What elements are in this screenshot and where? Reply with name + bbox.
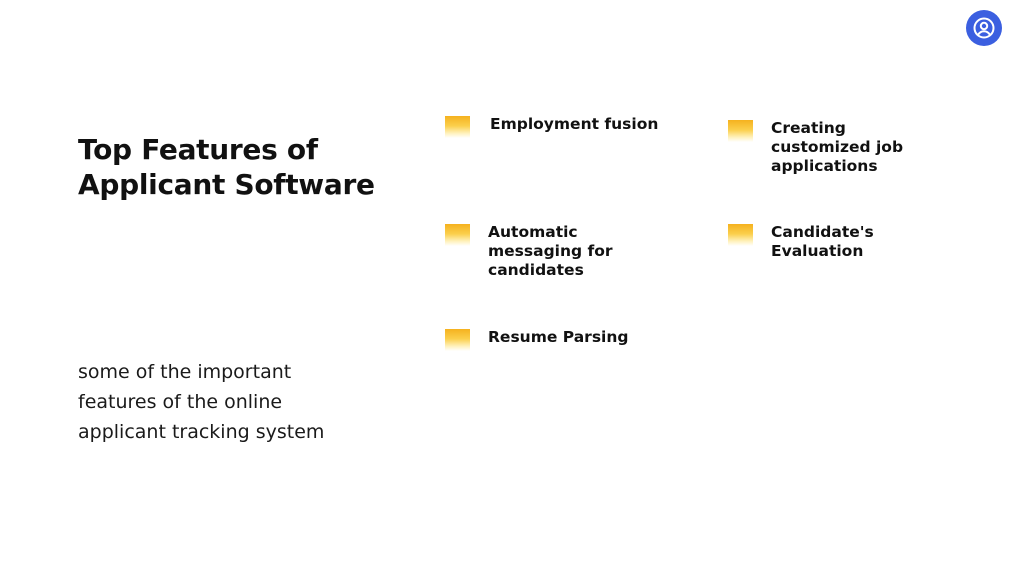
feature-item-automatic-messaging: Automatic messaging for candidates: [445, 223, 628, 280]
feature-marker: [445, 116, 470, 138]
slide-subtitle: some of the important features of the on…: [78, 361, 325, 443]
feature-marker: [728, 224, 753, 246]
feature-marker: [445, 329, 470, 351]
feature-item-candidate-evaluation: Candidate's Evaluation: [728, 223, 911, 261]
feature-label: Automatic messaging for candidates: [488, 223, 613, 279]
user-circle-icon: [973, 17, 995, 39]
feature-label: Creating customized job applications: [771, 119, 904, 175]
account-button[interactable]: [966, 10, 1002, 46]
feature-marker: [445, 224, 470, 246]
feature-label: Resume Parsing: [488, 328, 629, 346]
feature-marker: [728, 120, 753, 142]
feature-label: Candidate's Evaluation: [771, 223, 874, 260]
feature-item-customized-job-applications: Creating customized job applications: [728, 119, 921, 176]
feature-item-employment-fusion: Employment fusion: [445, 115, 665, 138]
feature-item-resume-parsing: Resume Parsing: [445, 328, 648, 351]
feature-label: Employment fusion: [490, 115, 659, 133]
slide-title: Top Features of Applicant Software: [78, 133, 375, 201]
